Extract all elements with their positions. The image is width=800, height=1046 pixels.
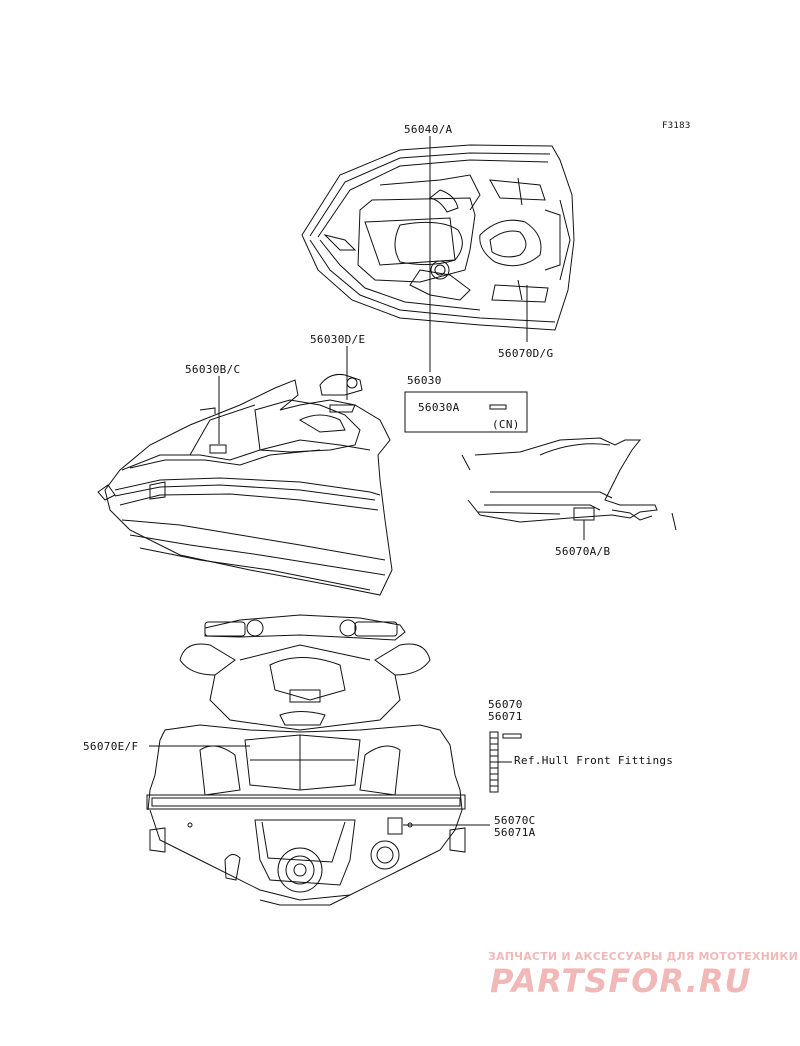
label-56030bc: 56030B/C [185,363,241,376]
part-56030a-symbol [489,404,507,410]
label-56071a: 56071A [494,826,536,839]
label-56040a: 56040/A [404,123,453,136]
watermark-logo: PARTSFOR.RU [490,962,752,1000]
label-56030de: 56030D/E [310,333,366,346]
label-56070ef: 56070E/F [83,740,139,753]
figure-code: F3183 [662,121,691,131]
top-view-hull [301,144,575,331]
watermark-tagline: ЗАПЧАСТИ И АКСЕССУАРЫ ДЛЯ МОТОТЕХНИКИ [488,950,798,963]
label-56070ab: 56070A/B [555,545,611,558]
part-56071-symbol [502,733,522,739]
label-56071: 56071 [488,710,523,723]
label-56070: 56070 [488,698,523,711]
label-56030a: 56030A [418,401,460,414]
label-cn: (CN) [492,418,520,431]
label-ref-hull-front-fittings: Ref.Hull Front Fittings [514,754,674,767]
side-view-hull [97,374,393,596]
label-56070dg: 56070D/G [498,347,554,360]
rear-view-hull [146,614,466,906]
label-56070c: 56070C [494,814,536,827]
label-56030: 56030 [407,374,442,387]
rear-detail [461,437,677,531]
part-56030a-box [404,391,528,433]
